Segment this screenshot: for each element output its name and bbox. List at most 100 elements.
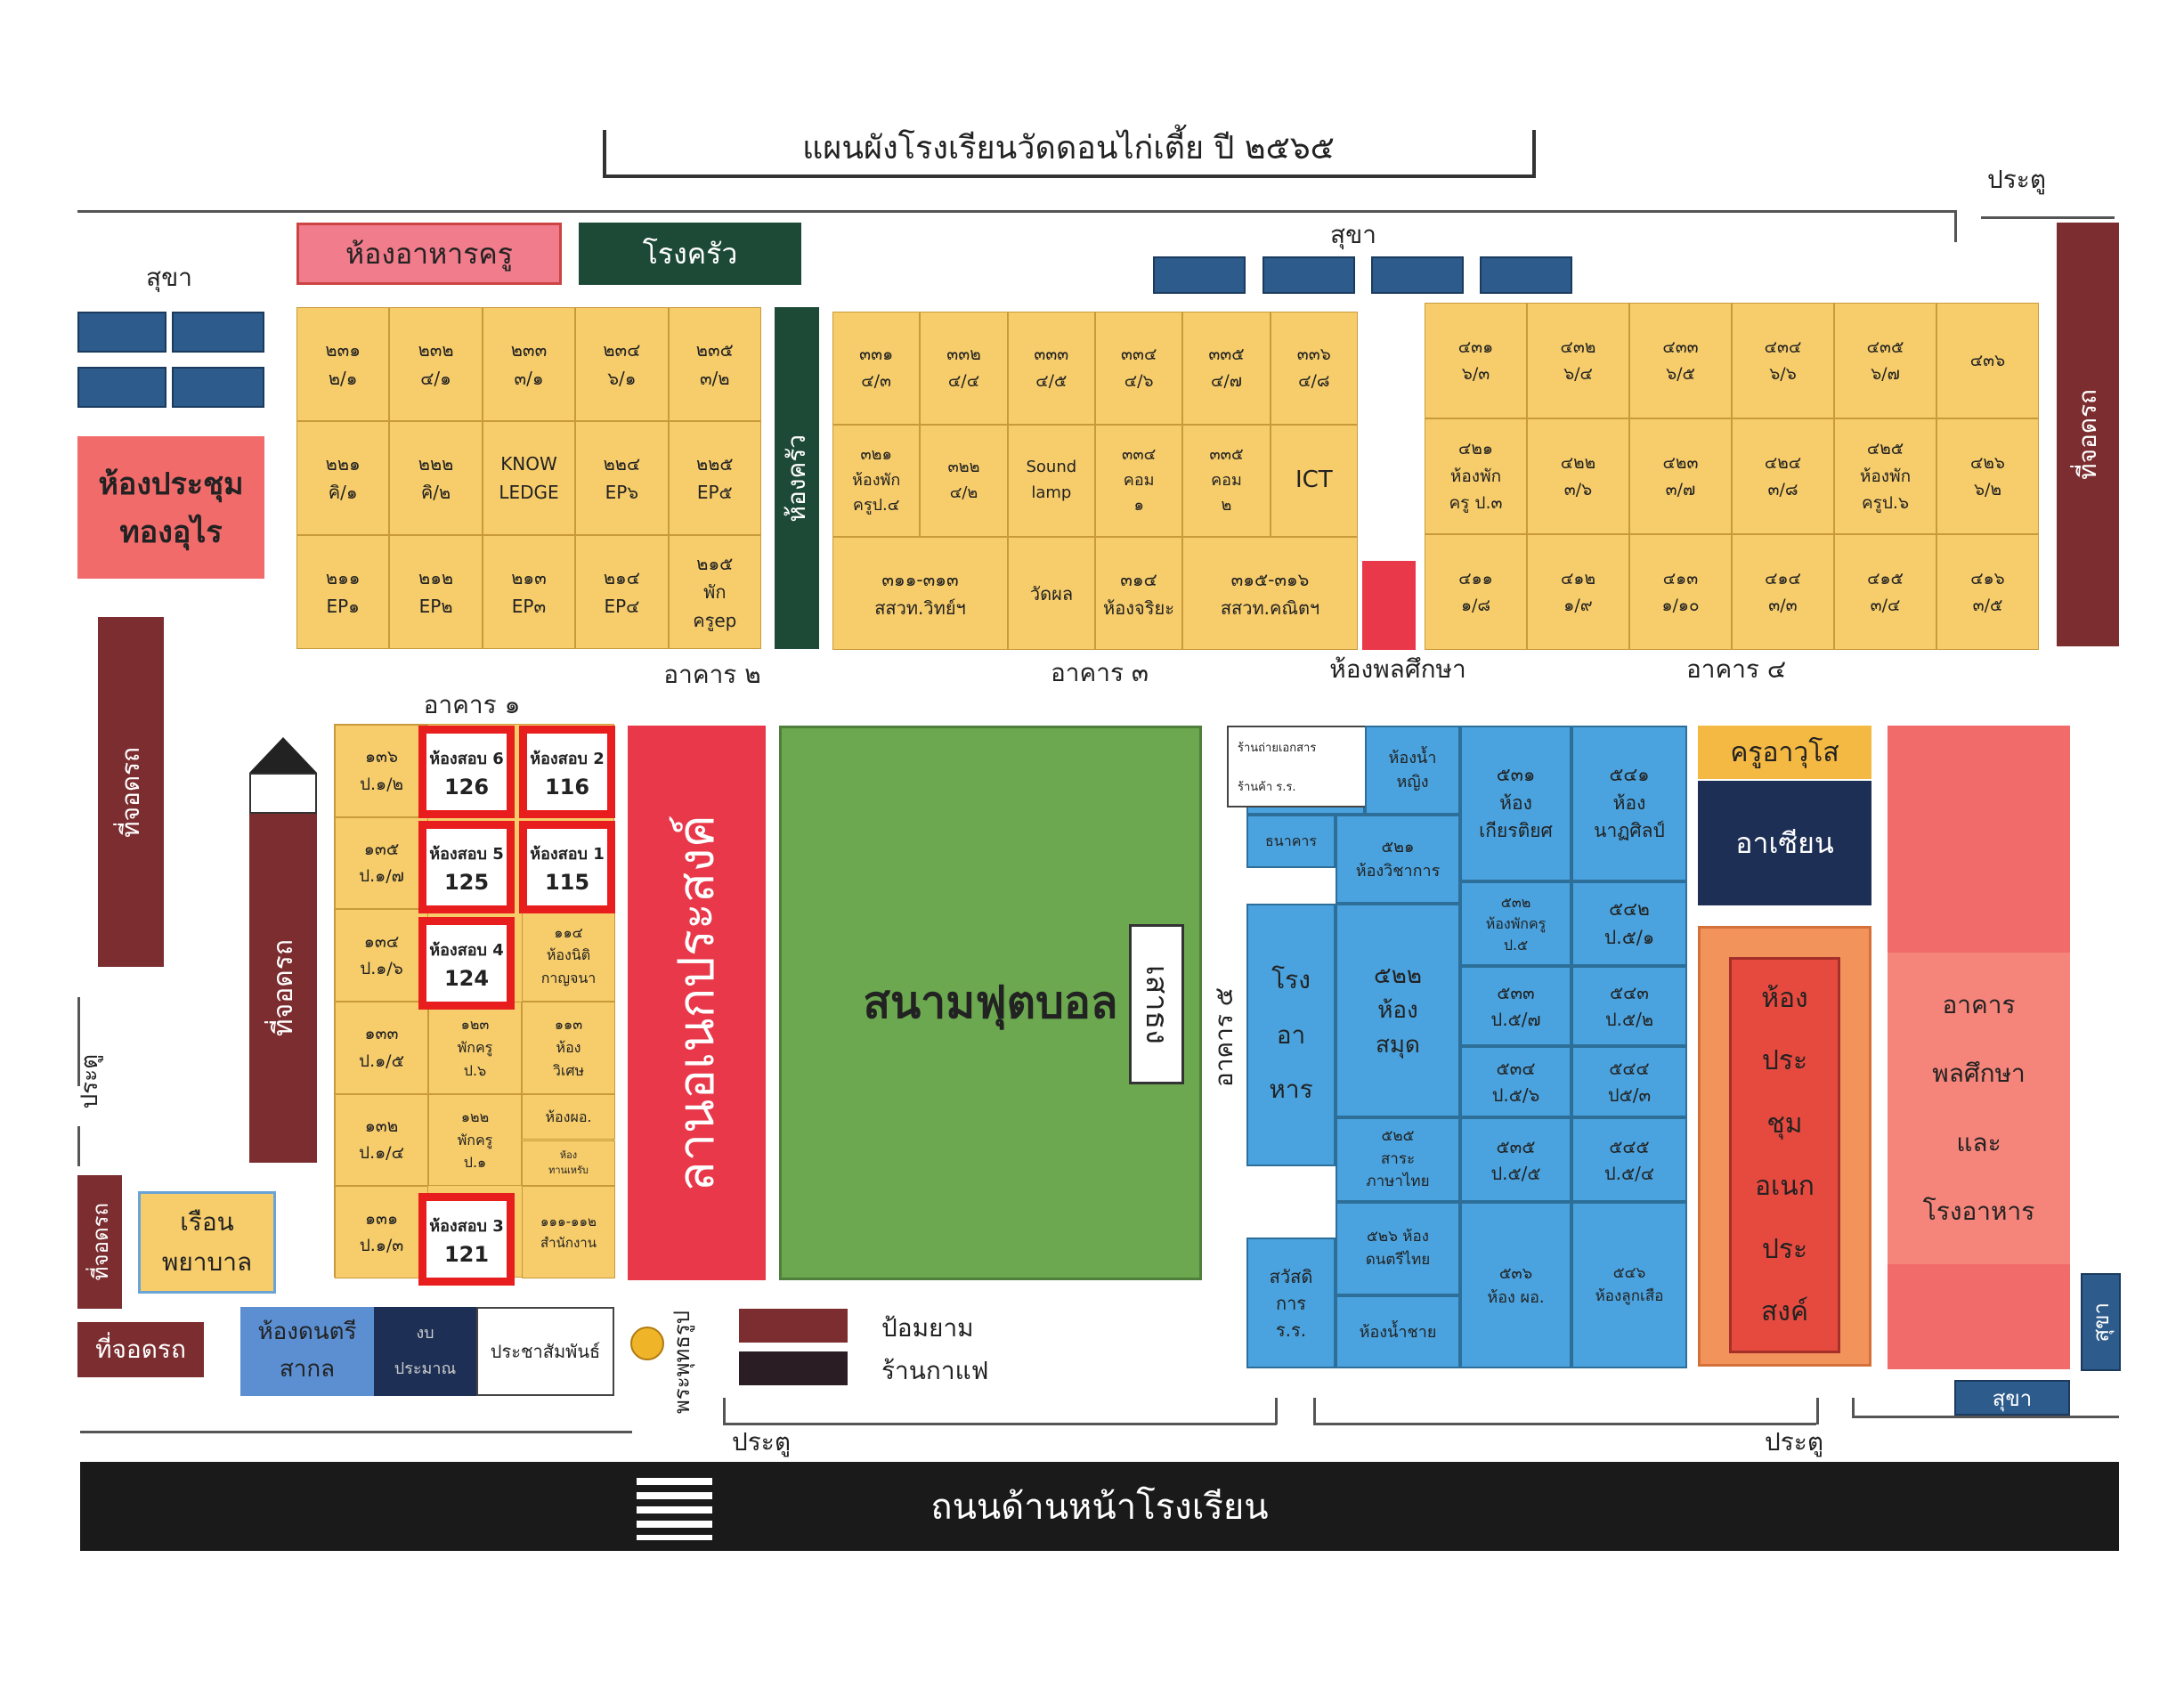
room-text: ๓๓๔ [1120,344,1157,364]
room-text: ๔/๘ [1298,371,1330,392]
room-text: ๔/๒ [949,483,978,502]
room-text: ป.๕/๗ [1490,1009,1541,1030]
print-shop-label: ร้านถ่ายเอกสาร [1238,741,1317,755]
classroom: ๑๑๓ห้องวิเศษ [522,1002,615,1094]
toilet-label-center: สุขา [1330,220,1376,249]
room-text: ห้องวิชาการ [1355,862,1441,881]
buddha-text: พระพุทธรูป [669,1310,694,1414]
classroom: ๕๓๕ป.๕/๕ [1460,1117,1571,1202]
room-text: นาฏศิลป์ [1594,820,1665,842]
classroom: ๓๓๒๔/๔ [920,312,1008,425]
classroom: ICT [1270,424,1358,538]
room-text: ๓๓๔ [1122,444,1157,464]
hall-text: อเนก [1755,1171,1815,1203]
room-text: ห้องพัก [1859,466,1912,486]
room-text: ๔๒๔ [1764,452,1802,473]
room-text: ๔/๕ [1035,371,1068,392]
room-text: ห้องผอ. [545,1108,592,1125]
parking-left-small: ที่จอดรถ [77,1175,122,1309]
pe-building-text: อาคาร [1942,989,2016,1019]
room-text: คอม [1211,470,1242,490]
room-text: ป.๑ [463,1154,487,1172]
room-text: วัดผล [1029,582,1074,605]
room-text: ป.๑/๖ [360,959,403,979]
room-text: ๕๔๑ [1609,764,1650,786]
classroom: ๑๓๓ป.๑/๕ [335,1002,428,1094]
hall-text: ประ [1761,1045,1808,1077]
room-text: ๖/๓ [1461,364,1490,384]
building-5-text: อาคาร ๕ [1209,986,1238,1088]
flagpole: เสาธง [1129,924,1184,1084]
building-1-label: อาคาร ๑ [423,690,521,719]
parking-label: ที่จอดรถ [116,746,145,838]
meeting-room-line1: ห้องประชุม [98,467,244,502]
gate-label-left: ประตู [71,1037,107,1126]
toilet-block [1371,256,1464,294]
room-text: ป.๕/๑ [1603,926,1655,948]
music-line2: สากล [279,1356,336,1383]
gate-label-top-right: ประตู [1986,165,2047,194]
classroom: ๓๒๑ห้องพักครูป.๔ [832,424,921,538]
room-text: ๕๒๑ [1381,838,1415,856]
room-text: ๔๑๕ [1867,568,1904,588]
room-text: ๕๓๖ [1498,1263,1533,1283]
classroom: ๒๓๑๒/๑ [296,307,390,421]
room-text: สสวท.วิทย์ฯ [874,596,966,619]
room-text: ๔๑๔ [1765,568,1801,588]
hall-text: ห้อง [1761,982,1808,1014]
classroom: ๔๑๔๓/๓ [1732,534,1834,650]
room-text: ห้อง ผอ. [1487,1287,1545,1307]
classroom: ๑๑๔ห้องนิติกาญจนา [522,909,615,1002]
room-text: ๔๑๒ [1561,568,1595,588]
room-text: ป.๑/๒ [359,774,404,794]
classroom: ห้องผอ. [522,1093,615,1140]
pe-building-bottom [1888,1264,2070,1369]
classroom: ๓๓๔๔/๖ [1095,312,1183,425]
classroom: ๕๓๔ป.๕/๖ [1460,1046,1571,1117]
room-text: ๕๔๖ [1612,1264,1646,1282]
room-text: หญิง [1396,773,1429,791]
classroom: ๓๒๒๔/๒ [920,424,1008,538]
room-text: ๔๓๓ [1662,337,1699,357]
canteen: โรงอาหาร [1246,904,1336,1166]
room-text: ๔๑๖ [1970,568,2005,588]
room-text: ๑/๙ [1563,596,1593,615]
asean-room: อาเซียน [1698,781,1871,905]
room-text: การ [1275,1292,1307,1314]
classroom: ๑๓๖ป.๑/๒ [335,725,428,817]
room-text: ๕๒๒ [1374,962,1422,989]
classroom: ๑๑๑-๑๑๒สำนักงาน [522,1186,615,1278]
room-text: ๑๓๓ [364,1024,399,1044]
parking-right-top: ที่จอดรถ [2057,223,2119,646]
room-text: ห้องลูกเสือ [1595,1286,1664,1305]
room-text: ๑๓๔ [363,931,400,952]
hall-text: ประ [1761,1233,1808,1265]
room-text: สำนักงาน [540,1235,597,1252]
flagpole-label: เสาธง [1139,964,1174,1044]
room-text: ๔๓๕ [1866,337,1904,357]
exam-room-label: ห้องสอบ 4 [429,940,504,960]
room-text: ๒ [1221,496,1232,515]
room-text: ป.๖ [463,1061,487,1079]
classroom: ๒๓๒๔/๑ [389,307,483,421]
building-4-label: อาคาร ๔ [1685,654,1787,684]
room-text: ๒๓๓ [510,339,548,361]
room-text: ป.๑/๕ [359,1051,404,1071]
gate-label-bottom-right: ประตู [1764,1427,1824,1457]
classroom: ๕๓๖ห้อง ผอ. [1460,1202,1571,1368]
room-text: ๒๑๓ [511,567,547,588]
room-text: ๔๒๕ [1866,439,1904,459]
room-text: ๑๓๑ [364,1208,399,1229]
room-text: Sound [1026,458,1077,477]
classroom: ๓๓๓๔/๕ [1007,312,1095,425]
parking-left-bottom: ที่จอดรถ [77,1322,204,1377]
exam-room-label: ห้องสอบ 1 [530,844,605,864]
room-text: ๓๒๒ [947,458,980,477]
shop-box: ร้านถ่ายเอกสารร้านค้า ร.ร. [1227,726,1387,807]
classroom: ๓๑๑-๓๑๓สสวท.วิทย์ฯ [832,537,1008,650]
